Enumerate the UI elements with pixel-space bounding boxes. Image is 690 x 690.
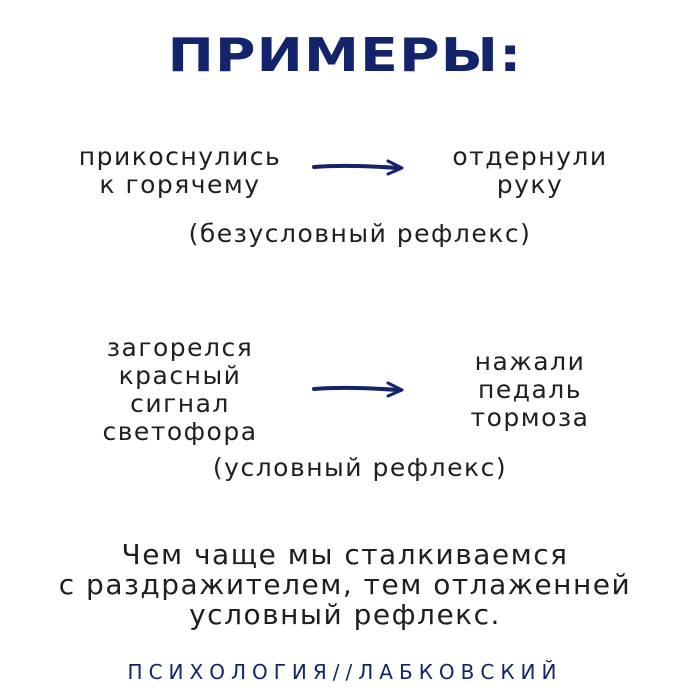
summary-text: Чем чаще мы сталкиваемся с раздражителем… <box>58 538 632 631</box>
example2-response: нажали педаль тормоза <box>470 347 590 432</box>
arrow-right-icon <box>312 381 404 398</box>
footer-brand: ПСИХОЛОГИЯ//ЛАБКОВСКИЙ <box>127 660 563 684</box>
example1-reflex-type: (безусловный рефлекс) <box>188 219 532 248</box>
example1-stimulus: прикоснулись к горячему <box>78 142 282 199</box>
arrow-right-icon <box>312 159 404 176</box>
example2-reflex-type: (условный рефлекс) <box>212 453 508 482</box>
example1-response: отдернули руку <box>452 142 608 199</box>
page-title: ПРИМЕРЫ: <box>167 28 523 82</box>
example2-stimulus: загорелся красный сигнал светофора <box>102 333 258 446</box>
